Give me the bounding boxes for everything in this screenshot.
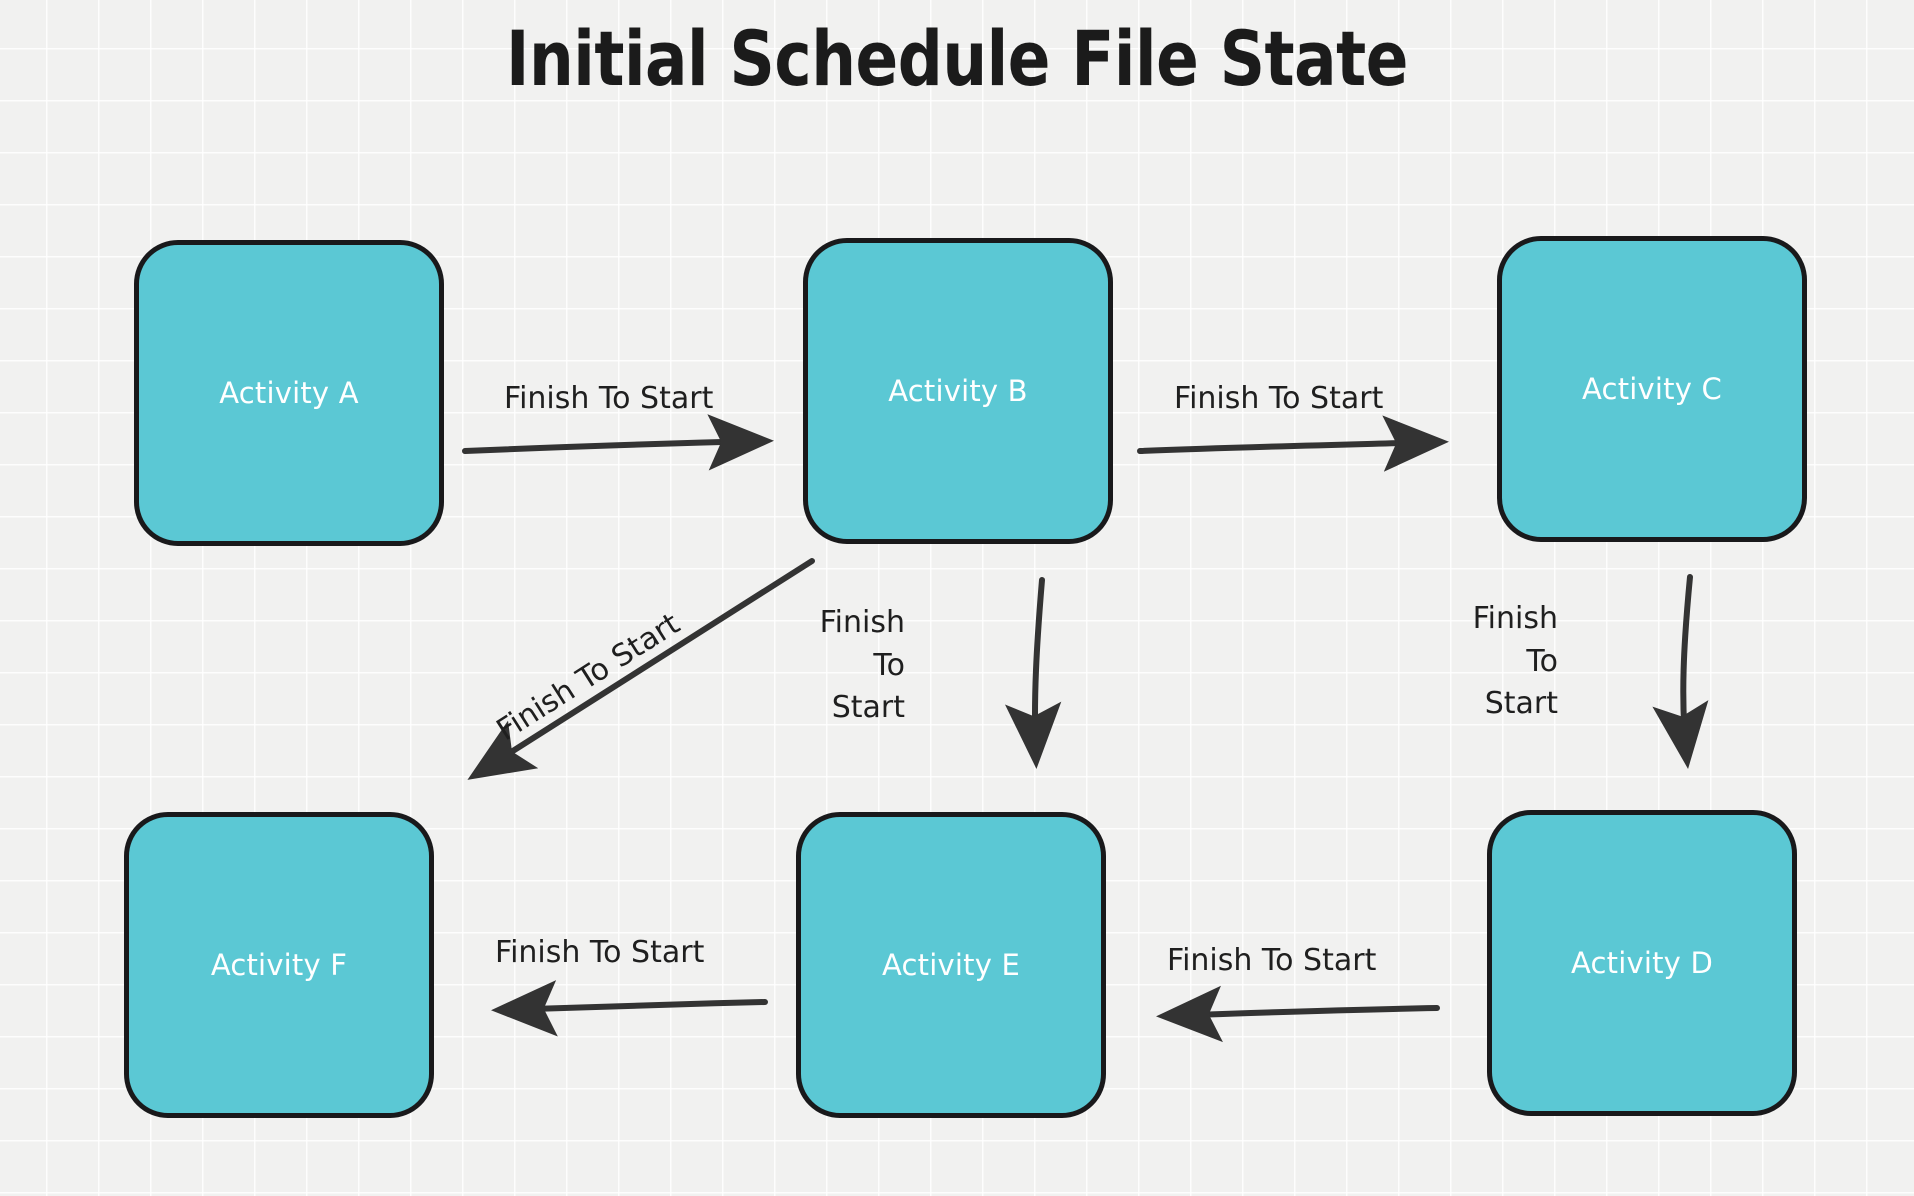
edge-label-c-to-d-line-3: Start xyxy=(1484,686,1558,722)
node-label-d: Activity D xyxy=(1570,946,1713,980)
edge-label-c-to-d: Finish To Start xyxy=(1428,598,1558,726)
page-title: Initial Schedule File State xyxy=(506,14,1408,103)
edge-label-b-to-c: Finish To Start xyxy=(1174,381,1384,416)
edge-label-e-to-f: Finish To Start xyxy=(495,935,705,970)
edge-label-c-to-d-line-1: Finish xyxy=(1472,601,1558,636)
edge-label-b-to-e: Finish To Start xyxy=(775,602,905,730)
edge-label-b-to-e-line-2: To xyxy=(873,647,905,683)
node-activity-a[interactable]: Activity A xyxy=(134,240,444,546)
node-label-c: Activity C xyxy=(1582,372,1722,406)
node-activity-e[interactable]: Activity E xyxy=(796,812,1106,1118)
edge-label-b-to-e-line-1: Finish xyxy=(819,605,905,640)
node-label-e: Activity E xyxy=(882,948,1020,982)
node-activity-b[interactable]: Activity B xyxy=(803,238,1113,544)
node-activity-f[interactable]: Activity F xyxy=(124,812,434,1118)
edge-label-d-to-e: Finish To Start xyxy=(1167,943,1377,978)
node-label-b: Activity B xyxy=(888,374,1028,408)
edge-label-b-to-e-line-3: Start xyxy=(831,690,905,726)
node-label-a: Activity A xyxy=(219,376,359,410)
edge-label-c-to-d-line-2: To xyxy=(1526,643,1558,679)
node-label-f: Activity F xyxy=(210,948,348,982)
node-activity-d[interactable]: Activity D xyxy=(1487,810,1797,1116)
edge-label-a-to-b: Finish To Start xyxy=(504,381,714,416)
node-activity-c[interactable]: Activity C xyxy=(1497,236,1807,542)
